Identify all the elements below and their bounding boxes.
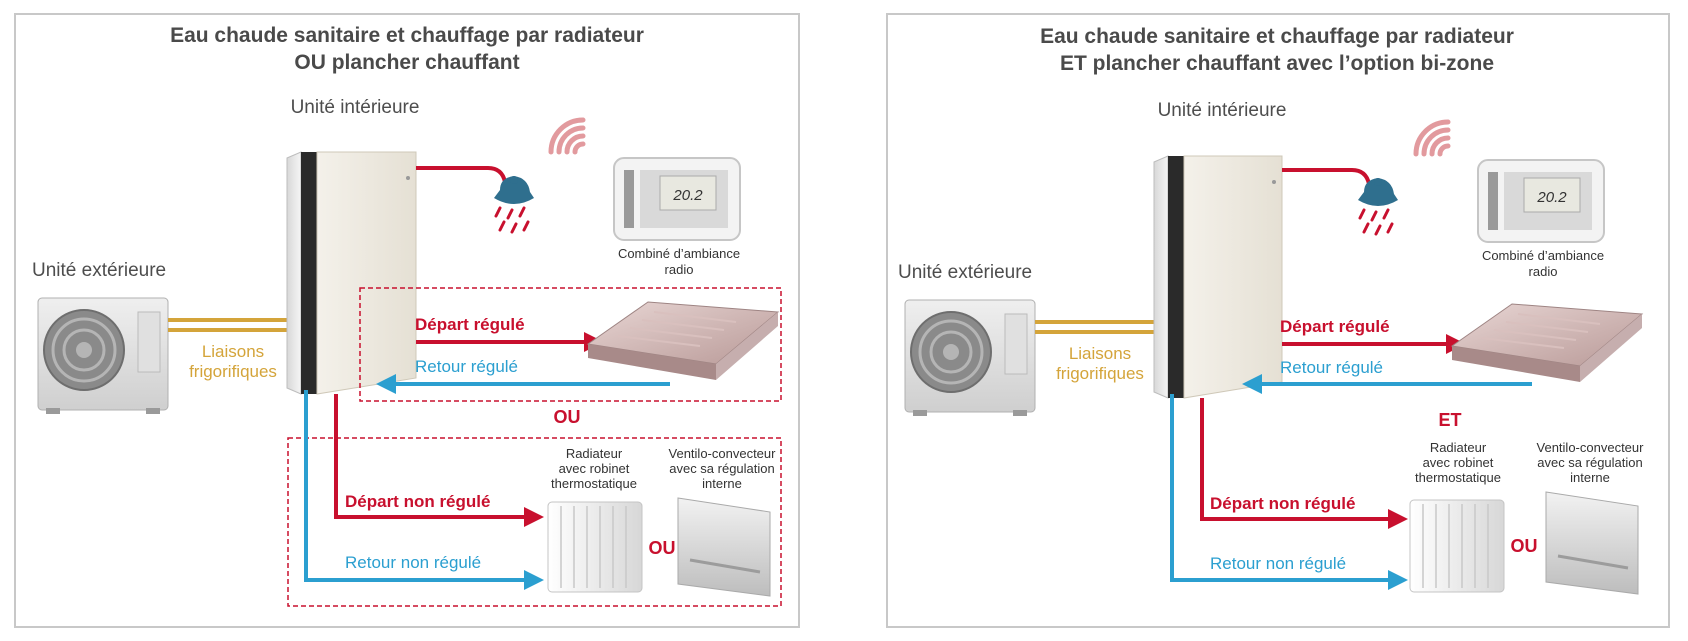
dhw-pipe (1282, 168, 1371, 185)
thermostat-image: 20.2 (613, 157, 741, 241)
fancoil-label-line3: interne (1570, 470, 1610, 485)
indoor-unit-label: Unité intérieure (1158, 100, 1287, 121)
shower-icon (494, 176, 534, 234)
refrigerant-label-line1: Liaisons (1069, 344, 1131, 363)
floor-heating-image (586, 301, 780, 380)
emitter-connector-label: OU (1511, 536, 1538, 556)
middle-connector-label: ET (1438, 410, 1461, 430)
outdoor-unit-label: Unité extérieure (32, 260, 166, 281)
unregulated-return-label: Retour non régulé (1210, 554, 1346, 573)
refrigerant-label-line2: frigorifiques (1056, 364, 1144, 383)
indoor-unit-image (1153, 155, 1283, 399)
panel-left: Eau chaude sanitaire et chauffage par ra… (14, 13, 800, 628)
radiator-label-line1: Radiateur (566, 446, 623, 461)
panel-right: Eau chaude sanitaire et chauffage par ra… (886, 13, 1670, 628)
fancoil-label-line1: Ventilo-convecteur (669, 446, 777, 461)
unregulated-supply-label: Départ non régulé (1210, 494, 1355, 513)
panel-title-line2: ET plancher chauffant avec l’option bi-z… (1060, 52, 1494, 75)
unregulated-supply-pipe (1200, 398, 1408, 529)
refrigerant-pipes (1035, 320, 1160, 334)
radiator-label-line2: avec robinet (1423, 455, 1494, 470)
wifi-signal-icon (1413, 119, 1451, 157)
panel-title-line1: Eau chaude sanitaire et chauffage par ra… (1040, 25, 1514, 48)
dhw-pipe (416, 166, 507, 183)
regulated-return-label: Retour régulé (415, 357, 518, 376)
radiator-image (547, 501, 643, 593)
fancoil-label-line2: avec sa régulation (669, 461, 775, 476)
indoor-unit-label: Unité intérieure (291, 97, 420, 118)
radiator-label-line3: thermostatique (551, 476, 637, 491)
dashed-zone-unregulated (287, 437, 782, 607)
radiator-image (1409, 499, 1505, 593)
emitter-connector-label: OU (649, 538, 676, 558)
unregulated-return-pipe (304, 390, 544, 590)
radiator-label-line3: thermostatique (1415, 470, 1501, 485)
radiator-label-line1: Radiateur (1430, 440, 1487, 455)
radiator-label-line2: avec robinet (559, 461, 630, 476)
outdoor-unit-image (904, 299, 1036, 416)
refrigerant-pipes (168, 318, 294, 332)
thermostat-label-line2: radio (1529, 264, 1558, 279)
fancoil-label-line1: Ventilo-convecteur (1537, 440, 1645, 455)
regulated-supply-label: Départ régulé (415, 315, 525, 334)
fancoil-image (1545, 491, 1639, 595)
panel-title-line1: Eau chaude sanitaire et chauffage par ra… (170, 24, 644, 47)
middle-connector-label: OU (554, 407, 581, 427)
unregulated-supply-label: Départ non régulé (345, 492, 490, 511)
regulated-supply-label: Départ régulé (1280, 317, 1390, 336)
fancoil-label-line2: avec sa régulation (1537, 455, 1643, 470)
unregulated-return-label: Retour non régulé (345, 553, 481, 572)
indoor-unit-image (286, 151, 417, 395)
thermostat-image: 20.2 (1477, 159, 1605, 243)
fancoil-label-line3: interne (702, 476, 742, 491)
outdoor-unit-label: Unité extérieure (898, 262, 1032, 283)
refrigerant-label-line2: frigorifiques (189, 362, 277, 381)
wifi-signal-icon (548, 117, 586, 155)
thermostat-label-line2: radio (665, 262, 694, 277)
floor-heating-image (1450, 303, 1644, 382)
panel-title-line2: OU plancher chauffant (294, 51, 519, 74)
shower-icon (1358, 178, 1398, 236)
unregulated-supply-pipe (334, 394, 544, 527)
thermostat-label-line1: Combiné d’ambiance (1482, 248, 1604, 263)
refrigerant-label-line1: Liaisons (202, 342, 264, 361)
thermostat-display-value: 20.2 (672, 187, 703, 204)
dashed-zone-regulated (359, 287, 782, 402)
thermostat-display-value: 20.2 (1536, 189, 1567, 206)
regulated-return-label: Retour régulé (1280, 358, 1383, 377)
outdoor-unit-image (37, 297, 169, 414)
unregulated-return-pipe (1170, 394, 1408, 590)
thermostat-label-line1: Combiné d’ambiance (618, 246, 740, 261)
fancoil-image (677, 497, 771, 597)
